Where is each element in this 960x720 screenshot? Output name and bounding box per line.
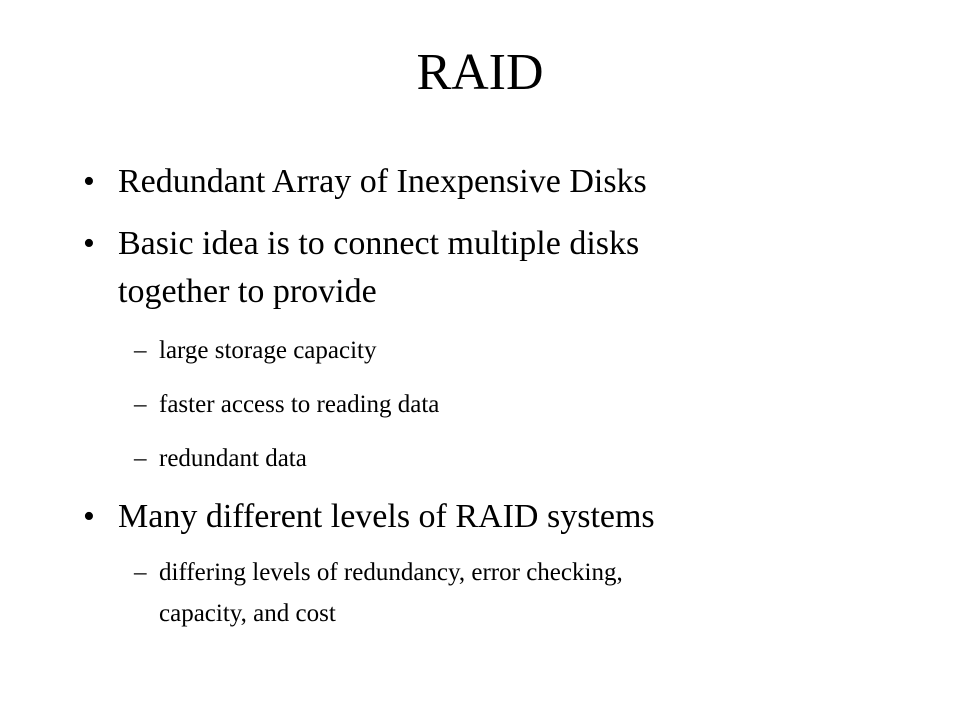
sub-item-text-line-1: differing levels of redundancy, error ch… — [159, 559, 623, 586]
dash-glyph: – — [134, 559, 147, 586]
slide-title: RAID — [416, 44, 544, 101]
bullet-text: Many different levels of RAID systems — [118, 498, 655, 535]
sub-item-text: large storage capacity — [159, 337, 377, 364]
dash-glyph: – — [134, 445, 147, 472]
bullet-text: Redundant Array of Inexpensive Disks — [118, 163, 647, 200]
bullet-text-line-2: together to provide — [118, 273, 377, 310]
bullet-text-line-1: Basic idea is to connect multiple disks — [118, 225, 640, 262]
bullet-glyph: • — [83, 225, 95, 262]
dash-glyph: – — [134, 337, 147, 364]
dash-glyph: – — [134, 391, 147, 418]
sub-item-text: faster access to reading data — [159, 391, 440, 418]
sub-item-text-line-2: capacity, and cost — [159, 600, 336, 627]
bullet-glyph: • — [83, 163, 95, 200]
bullet-glyph: • — [83, 498, 95, 535]
sub-item-text: redundant data — [159, 445, 307, 472]
